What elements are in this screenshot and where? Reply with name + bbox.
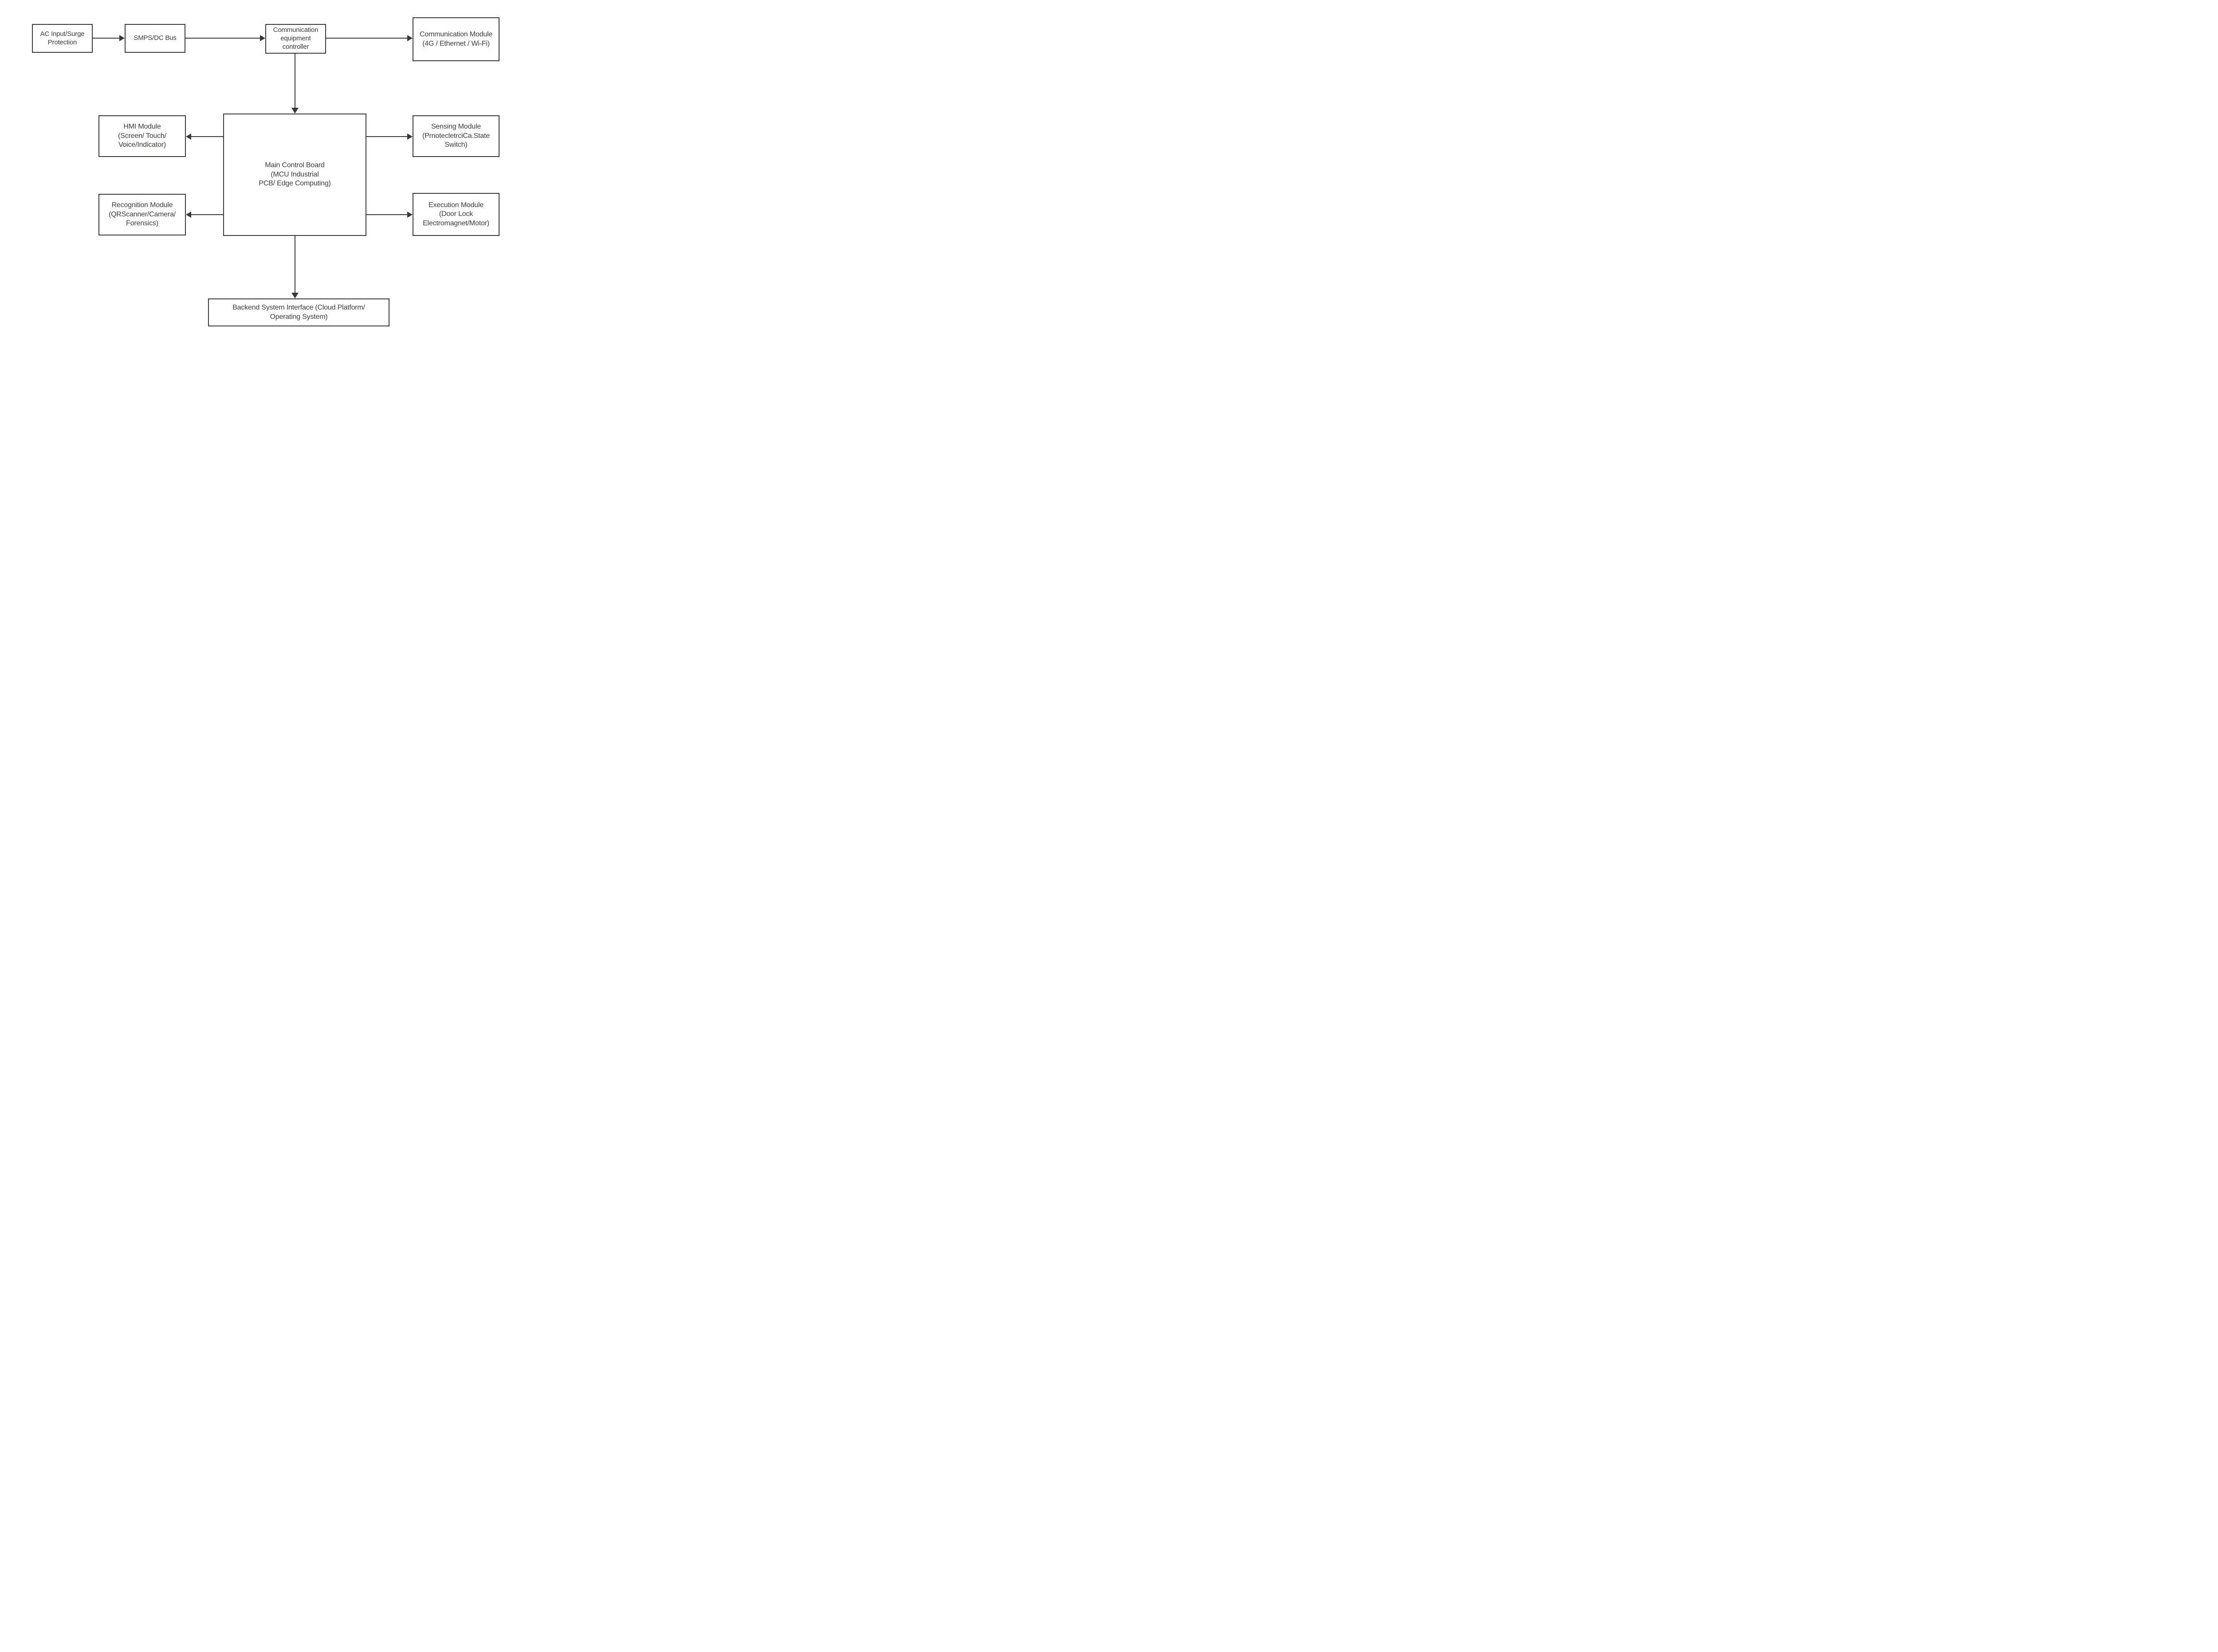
node-execution-module: Execution Module (Door Lock Electromagne…: [413, 193, 499, 236]
node-label: SMPS/DC Bus: [134, 34, 177, 42]
arrow-head-icon: [186, 212, 191, 218]
node-communication-equipment-controller: Communication equipment controller: [265, 24, 326, 54]
node-label: AC Input/Surge Protection: [40, 30, 85, 46]
node-ac-input-surge-protection: AC Input/Surge Protection: [32, 24, 93, 53]
node-label: Sensing Module (PrnotecletrciCa.State Sw…: [422, 123, 490, 149]
node-main-control-board: Main Control Board (MCU Industrial PCB/ …: [223, 114, 366, 236]
arrow-head-icon: [407, 133, 413, 140]
node-smps-dc-bus: SMPS/DC Bus: [125, 24, 185, 53]
node-label: Communication equipment controller: [273, 26, 319, 51]
node-label: Communication Module (4G / Ethernet / Wi…: [419, 31, 493, 47]
arrow-head-icon: [186, 133, 191, 140]
arrow-head-icon: [291, 293, 299, 298]
arrow-head-icon: [407, 35, 413, 41]
arrow-stem: [366, 214, 407, 215]
node-label: HMI Module (Screen/ Touch/ Voice/Indicat…: [118, 123, 166, 149]
node-label: Recognition Module (QRScanner/Camera/ Fo…: [108, 201, 176, 228]
arrow-stem: [191, 136, 223, 137]
node-label: Backend System Interface (Cloud Platform…: [232, 304, 365, 321]
arrow-stem: [191, 214, 223, 215]
arrow-head-icon: [291, 108, 299, 114]
arrow-head-icon: [407, 212, 413, 218]
node-communication-module: Communication Module (4G / Ethernet / Wi…: [413, 17, 499, 61]
node-label: Main Control Board (MCU Industrial PCB/ …: [259, 161, 331, 188]
flow-diagram: AC Input/Surge Protection SMPS/DC Bus Co…: [0, 0, 554, 413]
arrow-stem: [185, 38, 260, 39]
arrow-stem: [366, 136, 407, 137]
node-sensing-module: Sensing Module (PrnotecletrciCa.State Sw…: [413, 115, 499, 157]
arrow-head-icon: [260, 35, 265, 41]
arrow-stem: [326, 38, 408, 39]
node-hmi-module: HMI Module (Screen/ Touch/ Voice/Indicat…: [98, 115, 186, 157]
arrow-stem: [93, 38, 120, 39]
node-label: Execution Module (Door Lock Electromagne…: [423, 201, 489, 227]
arrow-head-icon: [119, 35, 125, 41]
node-backend-system-interface: Backend System Interface (Cloud Platform…: [208, 298, 389, 326]
node-recognition-module: Recognition Module (QRScanner/Camera/ Fo…: [98, 194, 186, 235]
